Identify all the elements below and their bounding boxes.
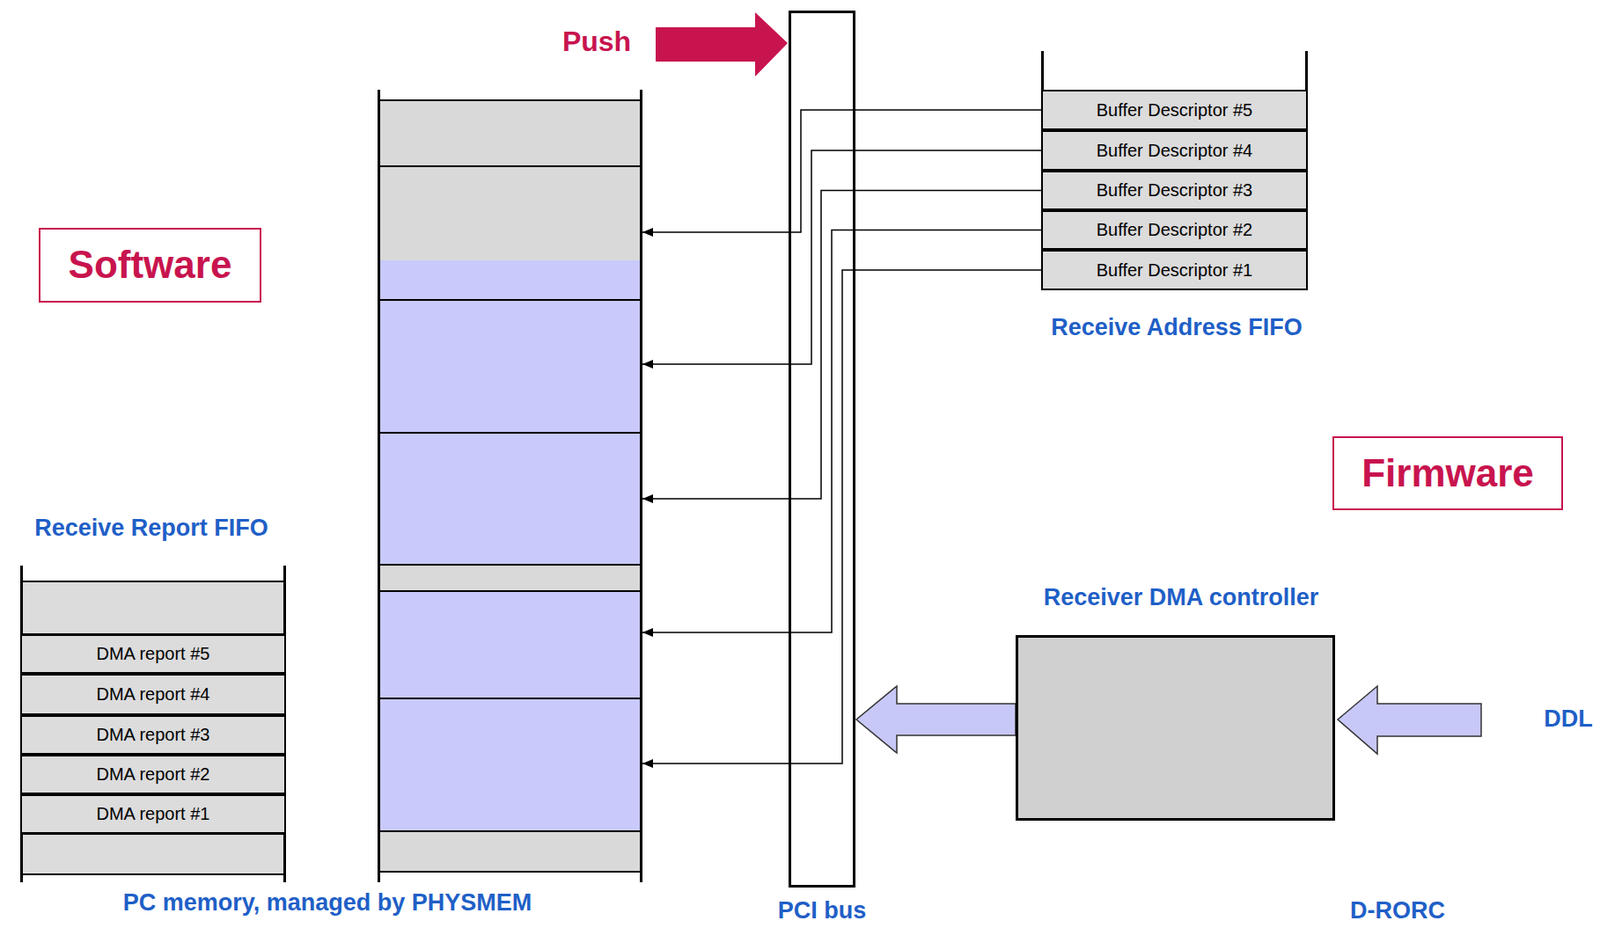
fifo-entry: Buffer Descriptor #4 [1041, 130, 1308, 171]
divider [377, 871, 643, 874]
fifo-entry: DMA report #1 [20, 794, 287, 835]
divider [377, 564, 643, 566]
divider [377, 590, 643, 593]
divider [377, 697, 643, 700]
memory-used [380, 565, 640, 592]
push-arrow [655, 12, 788, 77]
heading-text: PC memory, managed by PHYSMEM [0, 890, 680, 918]
fifo-entry: Buffer Descriptor #5 [1041, 89, 1308, 131]
fifo-entry: Buffer Descriptor #2 [1041, 210, 1308, 250]
entry-text: DMA report #4 [96, 684, 211, 705]
fifo-entry: DMA report #2 [20, 755, 287, 795]
memory-buffer [380, 591, 640, 832]
heading-text: Receiver DMA controller [829, 585, 1534, 612]
fifo-entry: Buffer Descriptor #3 [1041, 170, 1308, 211]
board-name: D-RORC [1265, 898, 1530, 925]
memory-segments [377, 100, 643, 873]
memory-buffer [380, 260, 640, 566]
controller-box: Receiver DMA controller [1015, 635, 1336, 822]
heading-text: Receive Address FIFO [824, 315, 1529, 342]
region-tag: Software [38, 227, 262, 303]
entry-text: Buffer Descriptor #3 [1096, 180, 1254, 201]
data-flow-arrow [856, 686, 1016, 754]
action-label: Push [464, 26, 729, 58]
entry-text: Buffer Descriptor #5 [1096, 100, 1254, 121]
memory-used [380, 831, 640, 873]
signal-name: DDL [1436, 706, 1600, 734]
fifo-entry: DMA report #3 [20, 715, 287, 756]
entry-text: Buffer Descriptor #2 [1096, 220, 1254, 241]
region-tag: Firmware [1332, 436, 1564, 511]
divider [377, 99, 643, 102]
fifo-entry: DMA report #4 [20, 674, 287, 716]
entry-text: Buffer Descriptor #4 [1096, 140, 1254, 162]
memory-dividers [377, 100, 643, 873]
fifo-slot [21, 834, 286, 875]
bus: PCI bus [788, 10, 856, 889]
entry-text: Buffer Descriptor #1 [1096, 260, 1254, 281]
entry-text: DMA report #3 [96, 725, 211, 746]
pointer-line [642, 270, 1042, 764]
heading-text: PCI bus [469, 898, 1175, 925]
report-fifo-empty-slots [21, 581, 286, 875]
divider [377, 299, 643, 301]
divider [377, 432, 643, 434]
entry-text: DMA report #5 [96, 644, 211, 665]
fifo-entry: DMA report #5 [20, 634, 287, 675]
fifo: Receive Report FIFODMA report #5DMA repo… [20, 565, 287, 883]
heading-text: Receive Report FIFO [0, 515, 504, 543]
fifo-slot [21, 581, 286, 635]
region-text: Firmware [1361, 451, 1534, 497]
memory-used [380, 100, 640, 261]
entry-text: DMA report #2 [96, 764, 211, 786]
divider [377, 830, 643, 833]
memory-column: PC memory, managed by PHYSMEM [377, 89, 643, 883]
region-text: Software [68, 242, 233, 288]
divider [377, 165, 643, 168]
entry-text: DMA report #1 [96, 804, 211, 825]
bus-fill [788, 10, 856, 889]
ddl-arrow [1337, 686, 1482, 755]
fifo-entry: Buffer Descriptor #1 [1041, 249, 1308, 291]
pointer-line [642, 110, 1042, 233]
fifo: Receive Address FIFOBuffer Descriptor #5… [1041, 51, 1308, 291]
